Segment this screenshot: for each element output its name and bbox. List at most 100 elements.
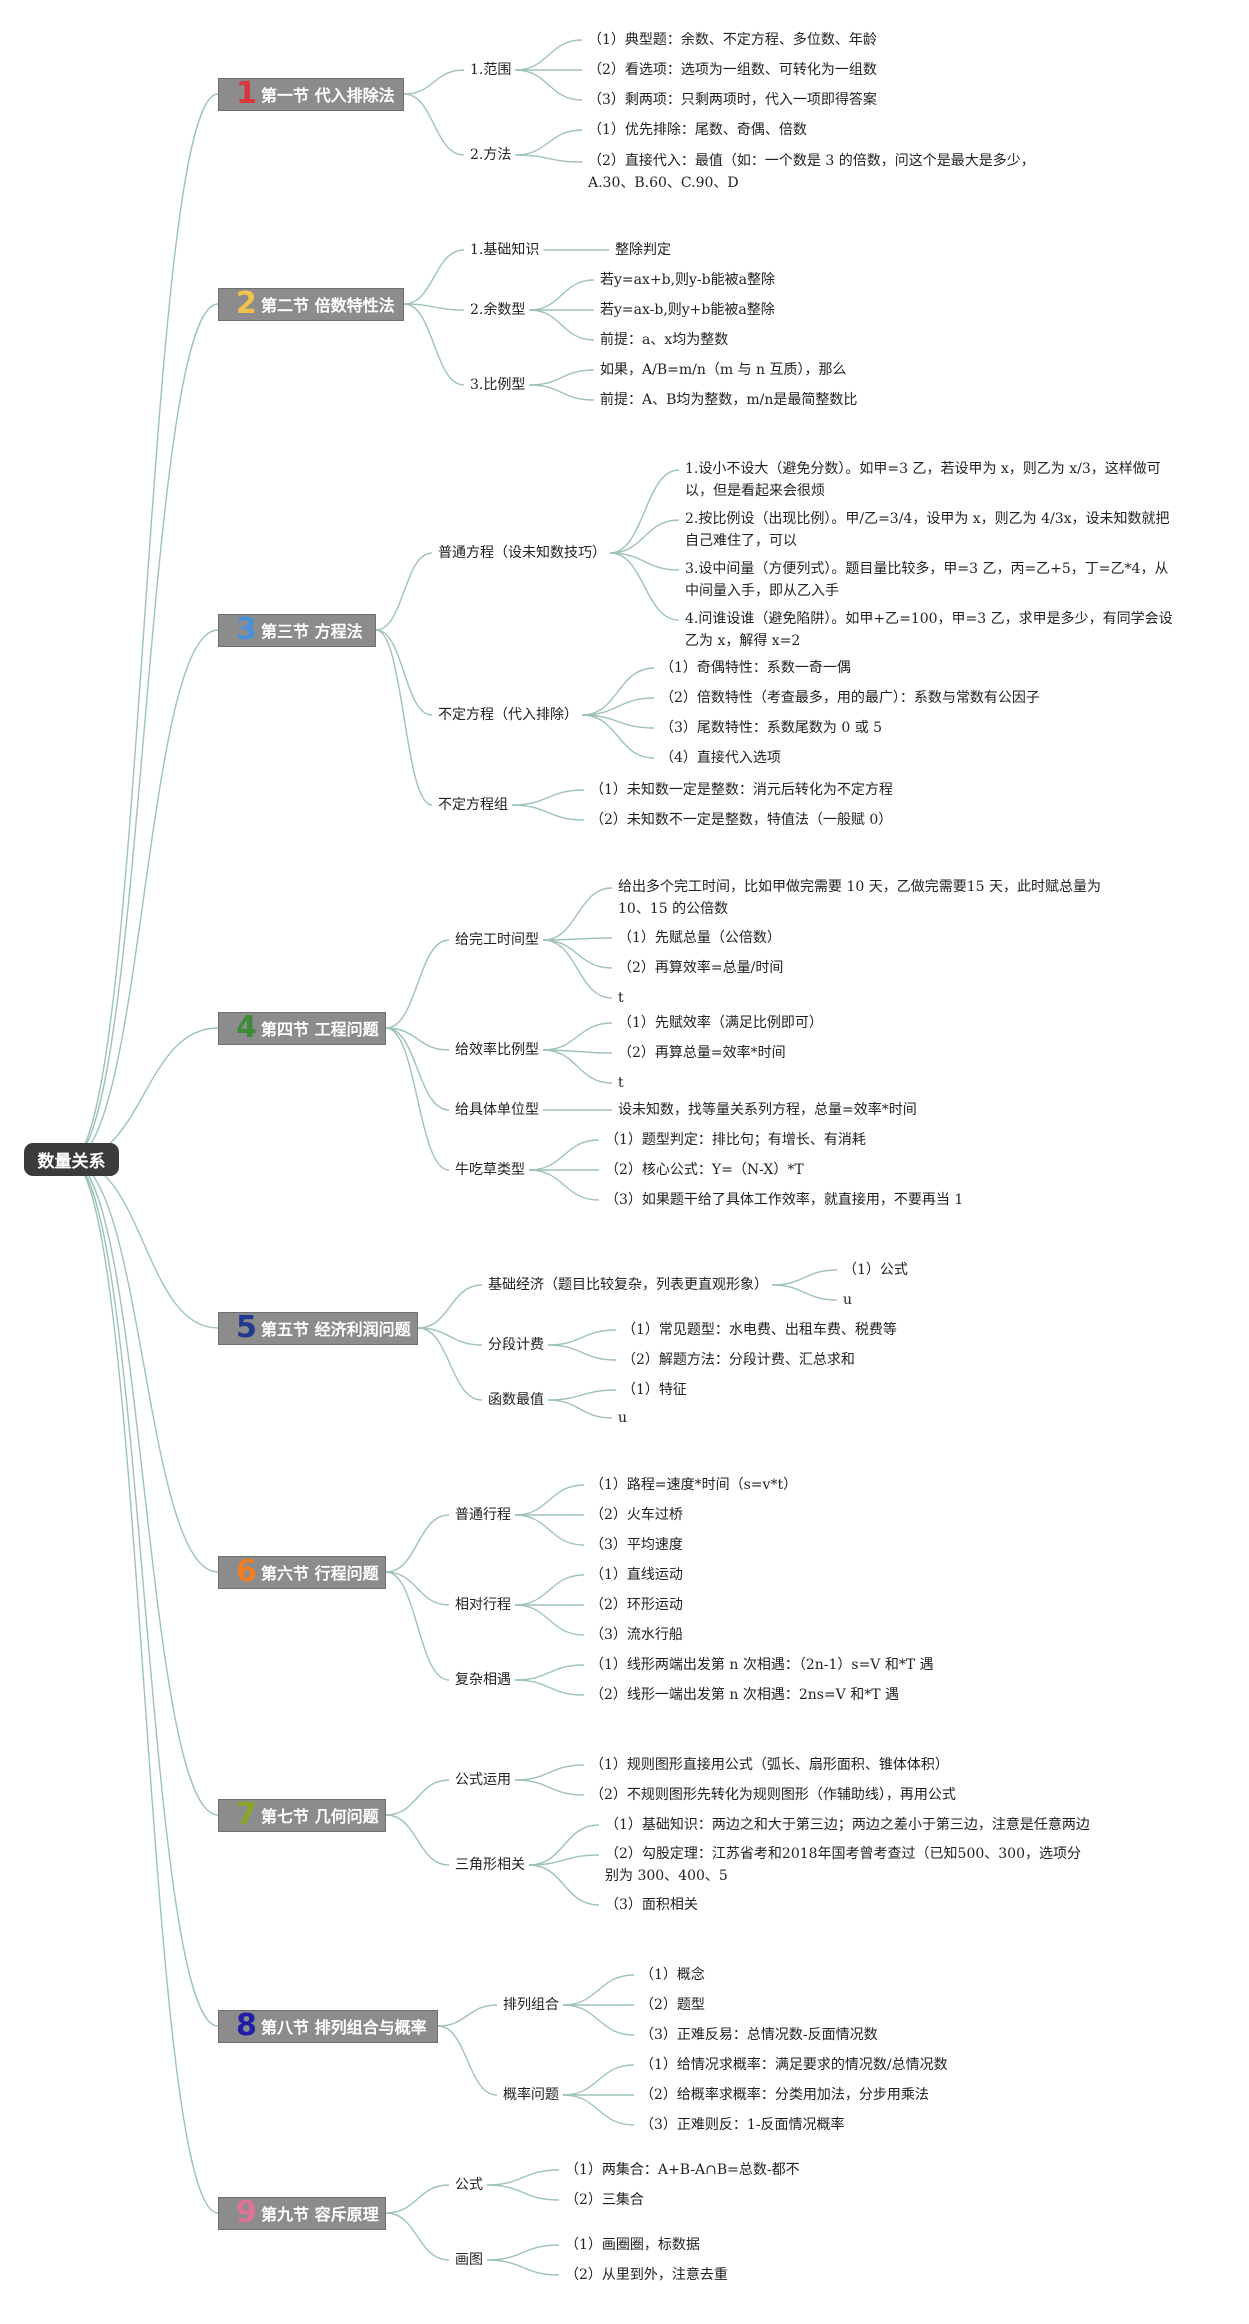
branch-node[interactable]: 不定方程（代入排除） — [438, 707, 578, 723]
leaf-node[interactable]: （1）典型题：余数、不定方程、多位数、年龄 — [588, 32, 877, 48]
leaf-node[interactable]: （2）题型 — [640, 1997, 705, 2013]
leaf-node[interactable]: （1）公式 — [843, 1262, 908, 1278]
branch-node[interactable]: 2.方法 — [470, 147, 512, 163]
leaf-node[interactable]: （2）给概率求概率：分类用加法，分步用乘法 — [640, 2087, 929, 2103]
branch-node[interactable]: 函数最值 — [488, 1392, 544, 1408]
leaf-node[interactable]: （2）不规则图形先转化为规则图形（作辅助线），再用公式 — [590, 1787, 956, 1803]
leaf-node[interactable]: 设未知数，找等量关系列方程，总量=效率*时间 — [618, 1102, 917, 1118]
root-node[interactable]: 数量关系 — [24, 1143, 119, 1176]
leaf-node[interactable]: （1）未知数一定是整数：消元后转化为不定方程 — [590, 782, 893, 798]
branch-node[interactable]: 3.比例型 — [470, 377, 526, 393]
branch-node[interactable]: 公式 — [455, 2177, 483, 2193]
leaf-node[interactable]: 整除判定 — [615, 242, 671, 258]
branch-node[interactable]: 给具体单位型 — [455, 1102, 539, 1118]
section-to-branch-line — [385, 1814, 450, 1866]
leaf-node[interactable]: （2）三集合 — [565, 2192, 644, 2208]
branch-node[interactable]: 分段计费 — [488, 1337, 544, 1353]
branch-node[interactable]: 排列组合 — [503, 1997, 559, 2013]
leaf-node[interactable]: 若y=ax+b,则y-b能被a整除 — [600, 272, 775, 288]
leaf-node[interactable]: （2）解题方法：分段计费、汇总求和 — [622, 1352, 855, 1368]
leaf-node[interactable]: u — [618, 1410, 628, 1426]
leaf-node[interactable]: （1）路程=速度*时间（s=v*t） — [590, 1477, 798, 1493]
branch-node[interactable]: 给完工时间型 — [455, 932, 539, 948]
branch-node[interactable]: 1.基础知识 — [470, 242, 540, 258]
leaf-node[interactable]: （1）线形两端出发第 n 次相遇：（2n-1）s=V 和*T 遇 — [590, 1657, 934, 1673]
leaf-node[interactable]: t — [618, 1075, 624, 1091]
leaf-node[interactable]: 2.按比例设（出现比例）。甲/乙=3/4，设甲为 x，则乙为 4/3x，设未知数… — [685, 511, 1170, 549]
leaf-node[interactable]: 前提：A、B均为整数，m/n是最简整数比 — [600, 392, 858, 408]
leaf-node[interactable]: 若y=ax-b,则y+b能被a整除 — [600, 302, 775, 318]
leaf-node[interactable]: （1）先赋效率（满足比例即可） — [618, 1015, 823, 1031]
leaf-node[interactable]: （1）题型判定：排比句；有增长、有消耗 — [605, 1132, 866, 1148]
branch-node[interactable]: 概率问题 — [503, 2087, 559, 2103]
branch-to-leaf-line — [542, 1022, 613, 1051]
leaf-node[interactable]: u — [843, 1292, 853, 1308]
leaf-node[interactable]: （2）看选项：选项为一组数、可转化为一组数 — [588, 62, 877, 78]
branch-node[interactable]: 公式运用 — [455, 1772, 511, 1788]
leaf-node[interactable]: （1）奇偶特性：系数一奇一偶 — [660, 660, 851, 676]
section-to-branch-line — [385, 1027, 450, 1171]
branch-node[interactable]: 复杂相遇 — [455, 1672, 511, 1688]
leaf-node[interactable]: （1）画圈圈，标数据 — [565, 2237, 700, 2253]
branch-node[interactable]: 普通行程 — [455, 1507, 511, 1523]
leaf-node[interactable]: t — [618, 990, 624, 1006]
leaf-node[interactable]: （3）流水行船 — [590, 1627, 683, 1643]
leaf-node[interactable]: （2）勾股定理：江苏省考和2018年国考曾考查过（已知500、300，选项分 别… — [605, 1846, 1081, 1884]
leaf-node[interactable]: （3）如果题干给了具体工作效率，就直接用，不要再当 1 — [605, 1192, 964, 1208]
leaf-node[interactable]: （1）给情况求概率：满足要求的情况数/总情况数 — [640, 2057, 948, 2073]
leaf-node[interactable]: （1）规则图形直接用公式（弧长、扇形面积、锥体体积） — [590, 1757, 949, 1773]
leaf-node[interactable]: （2）火车过桥 — [590, 1507, 683, 1523]
leaf-node[interactable]: （2）再算总量=效率*时间 — [618, 1045, 786, 1061]
leaf-node[interactable]: 给出多个完工时间，比如甲做完需要 10 天，乙做完需要15 天，此时赋总量为 1… — [618, 879, 1101, 917]
leaf-node[interactable]: （3）平均速度 — [590, 1537, 683, 1553]
branch-node[interactable]: 相对行程 — [455, 1597, 511, 1613]
leaf-node[interactable]: （2）核心公式：Y=（N-X）*T — [605, 1162, 804, 1178]
leaf-node[interactable]: （1）两集合：A+B-A∩B=总数-都不 — [565, 2162, 800, 2178]
leaf-node[interactable]: （2）从里到外，注意去重 — [565, 2267, 728, 2283]
branch-node[interactable]: 1.范围 — [470, 62, 512, 78]
branch-node[interactable]: 三角形相关 — [455, 1857, 525, 1873]
leaf-node[interactable]: （1）常见题型：水电费、出租车费、税费等 — [622, 1322, 897, 1338]
leaf-node[interactable]: （2）再算效率=总量/时间 — [618, 960, 784, 976]
branch-node[interactable]: 给效率比例型 — [455, 1042, 539, 1058]
leaf-node[interactable]: （3）剩两项：只剩两项时，代入一项即得答案 — [588, 92, 877, 108]
leaf-node[interactable]: （1）优先排除：尾数、奇偶、倍数 — [588, 122, 807, 138]
leaf-node[interactable]: （1）概念 — [640, 1967, 705, 1983]
leaf-node[interactable]: （2）倍数特性（考查最多，用的最广）：系数与常数有公因子 — [660, 690, 1040, 706]
leaf-node[interactable]: 3.设中间量（方便列式）。题目量比较多，甲=3 乙，丙=乙+5，丁=乙*4，从中… — [685, 561, 1169, 599]
leaf-node[interactable]: （1）先赋总量（公倍数） — [618, 930, 781, 946]
leaf-node[interactable]: （2）环形运动 — [590, 1597, 683, 1613]
branch-node[interactable]: 2.余数型 — [470, 302, 526, 318]
leaf-node[interactable]: （3）尾数特性：系数尾数为 0 或 5 — [660, 720, 883, 736]
leaf-node[interactable]: （4）直接代入选项 — [660, 750, 781, 766]
leaf-node[interactable]: （1）直线运动 — [590, 1567, 683, 1583]
branch-to-leaf-line — [609, 552, 680, 571]
leaf-node[interactable]: （1）特征 — [622, 1382, 687, 1398]
leaf-node[interactable]: （3）正难则反：1-反面情况概率 — [640, 2117, 845, 2133]
branch-node[interactable]: 牛吃草类型 — [455, 1162, 525, 1178]
branch-node[interactable]: 普通方程（设未知数技巧） — [438, 545, 606, 561]
leaf-node[interactable]: 4.问谁设谁（避免陷阱）。如甲+乙=100，甲=3 乙，求甲是多少，有同学会设乙… — [685, 611, 1173, 649]
branch-node[interactable]: 基础经济（题目比较复杂，列表更直观形象） — [488, 1277, 768, 1293]
leaf-node[interactable]: （1）基础知识：两边之和大于第三边；两边之差小于第三边，注意是任意两边 — [605, 1817, 1090, 1833]
leaf-node[interactable]: 1.设小不设大（避免分数）。如甲=3 乙，若设甲为 x，则乙为 x/3，这样做可… — [685, 461, 1161, 499]
leaf-node[interactable]: （2）线形一端出发第 n 次相遇：2ns=V 和*T 遇 — [590, 1687, 900, 1703]
section-to-branch-line — [375, 552, 433, 631]
branch-node[interactable]: 画图 — [455, 2252, 483, 2268]
branch-node[interactable]: 不定方程组 — [438, 797, 508, 813]
leaf-node[interactable]: （2）未知数不一定是整数，特值法（一般赋 0） — [590, 812, 893, 828]
leaf-node[interactable]: 如果，A/B=m/n（m 与 n 互质），那么 — [600, 362, 847, 378]
leaf-node[interactable]: 前提：a、x均为整数 — [600, 332, 729, 348]
leaf-node[interactable]: （3）面积相关 — [605, 1897, 698, 1913]
leaf-node[interactable]: （2）直接代入：最值（如：一个数是 3 的倍数，问这个是最大是多少，A.30、B… — [588, 153, 1035, 191]
leaf-node[interactable]: （3）正难反易：总情况数-反面情况数 — [640, 2027, 878, 2043]
